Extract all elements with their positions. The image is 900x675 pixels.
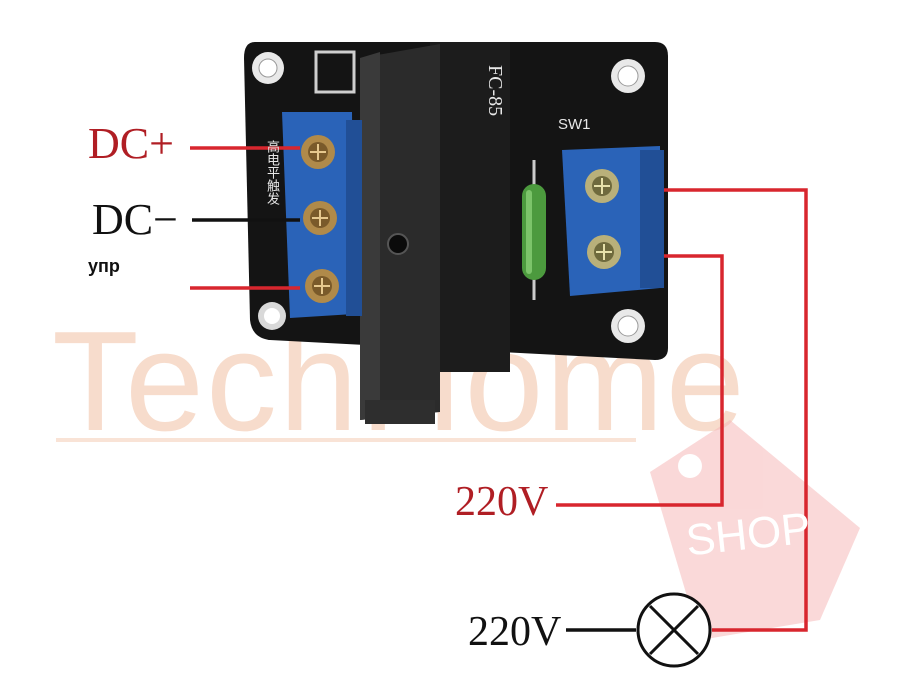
label-ac-line: 220V	[455, 479, 549, 525]
solid-state-relay	[360, 42, 510, 424]
terminal-screw-ac-2	[587, 235, 621, 269]
mounting-hole-bottom-right	[611, 309, 645, 343]
terminal-screw-dc-plus	[301, 135, 335, 169]
switch-label: SW1	[558, 116, 591, 133]
relay-screw-hole	[387, 233, 409, 255]
label-dc-plus: DC+	[88, 119, 174, 168]
label-ac-load: 220V	[468, 609, 562, 655]
fuse	[522, 160, 546, 300]
wire-ac-line	[556, 254, 724, 507]
load-terminal-block	[562, 146, 664, 296]
label-control: упр	[88, 256, 120, 276]
led-footprint	[314, 50, 356, 94]
mounting-hole-top-right	[611, 59, 645, 93]
label-dc-minus: DC−	[92, 195, 178, 244]
control-terminal-block	[282, 112, 362, 318]
watermark-underline	[56, 438, 636, 442]
mounting-hole-bottom-left	[258, 302, 286, 330]
lamp-cross-icon	[636, 592, 712, 668]
terminal-screw-control	[305, 269, 339, 303]
terminal-screw-dc-minus	[303, 201, 337, 235]
board-silkscreen-cn: 高电平触发	[264, 140, 279, 205]
wires	[190, 146, 808, 632]
board-model-label: FC-85	[484, 65, 506, 117]
mounting-hole-top-left	[252, 52, 284, 84]
wire-ac-load-return	[664, 188, 808, 632]
terminal-screw-ac-1	[585, 169, 619, 203]
